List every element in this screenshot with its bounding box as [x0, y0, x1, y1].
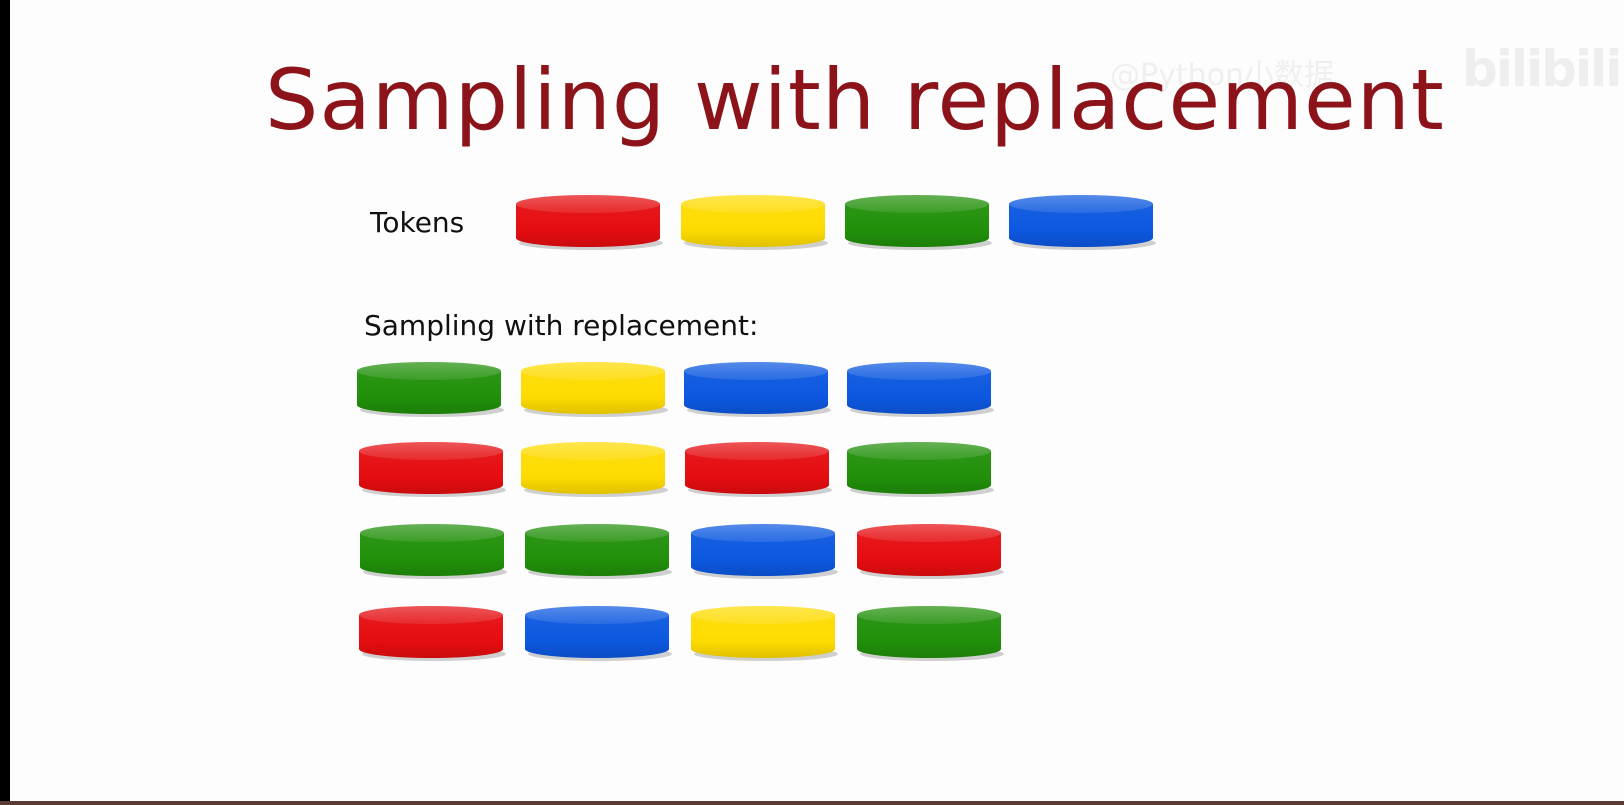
sample-chip-red: [684, 440, 832, 498]
sample-chip-green: [524, 522, 672, 580]
sample-chip-red: [358, 604, 506, 662]
watermark-text: @Python小数据: [1110, 58, 1334, 93]
token-chip-green: [844, 193, 992, 251]
tokens-label: Tokens: [370, 206, 465, 239]
bottom-border: [0, 801, 1624, 805]
token-chip-yellow: [680, 193, 828, 251]
sample-chip-blue: [846, 360, 994, 418]
sample-chip-yellow: [690, 604, 838, 662]
sample-chip-yellow: [520, 360, 668, 418]
token-chip-red: [515, 193, 663, 251]
sample-chip-green: [356, 360, 504, 418]
sample-chip-blue: [690, 522, 838, 580]
sample-chip-red: [856, 522, 1004, 580]
bilibili-logo: bilibili: [1462, 40, 1622, 98]
sample-chip-yellow: [520, 440, 668, 498]
sampling-label: Sampling with replacement:: [364, 309, 759, 342]
slide-title: Sampling with replacement: [265, 51, 1445, 149]
sample-chip-red: [358, 440, 506, 498]
sample-chip-green: [856, 604, 1004, 662]
sample-chip-blue: [524, 604, 672, 662]
sample-chip-green: [359, 522, 507, 580]
token-chip-blue: [1008, 193, 1156, 251]
sample-chip-blue: [683, 360, 831, 418]
sample-chip-green: [846, 440, 994, 498]
slide-frame: Sampling with replacement @Python小数据 bil…: [10, 0, 1624, 801]
